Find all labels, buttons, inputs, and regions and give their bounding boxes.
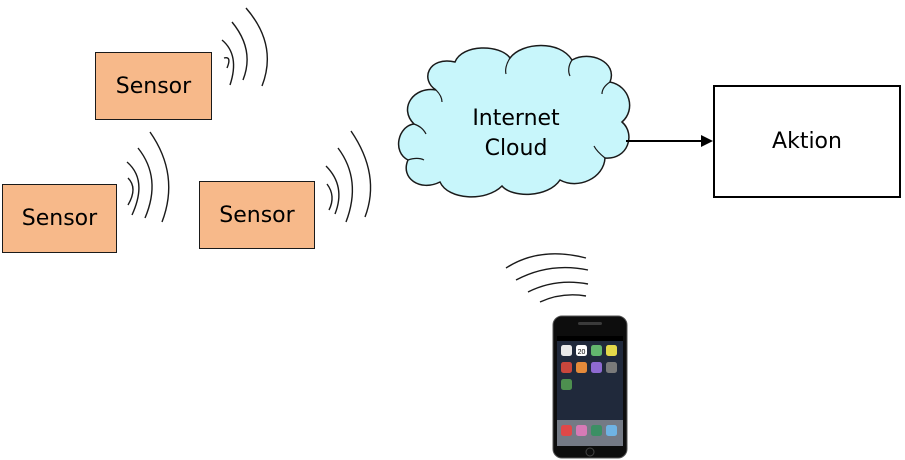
sensor-box: Sensor: [199, 181, 315, 249]
arrow-right: [626, 135, 713, 147]
action-box: Aktion: [713, 85, 901, 198]
sensor-label: Sensor: [219, 202, 295, 228]
cloud-label-line1: Internet: [472, 106, 560, 131]
cloud-label-line2: Cloud: [484, 136, 548, 161]
svg-text:20: 20: [578, 349, 586, 356]
wireless-waves-icon: [221, 7, 268, 87]
sensor-box: Sensor: [2, 184, 117, 253]
action-label: Aktion: [772, 129, 842, 154]
sensor-label: Sensor: [115, 73, 192, 99]
wireless-waves-icon: [126, 131, 170, 223]
cloud-label: Internet Cloud: [448, 104, 584, 164]
cloud-icon: [397, 44, 631, 198]
wireless-waves-icon: [505, 253, 589, 303]
sensor-box: Sensor: [95, 52, 212, 120]
wireless-waves-icon: [325, 130, 372, 223]
smartphone-icon: 20: [552, 315, 628, 459]
sensor-label: Sensor: [21, 206, 98, 231]
